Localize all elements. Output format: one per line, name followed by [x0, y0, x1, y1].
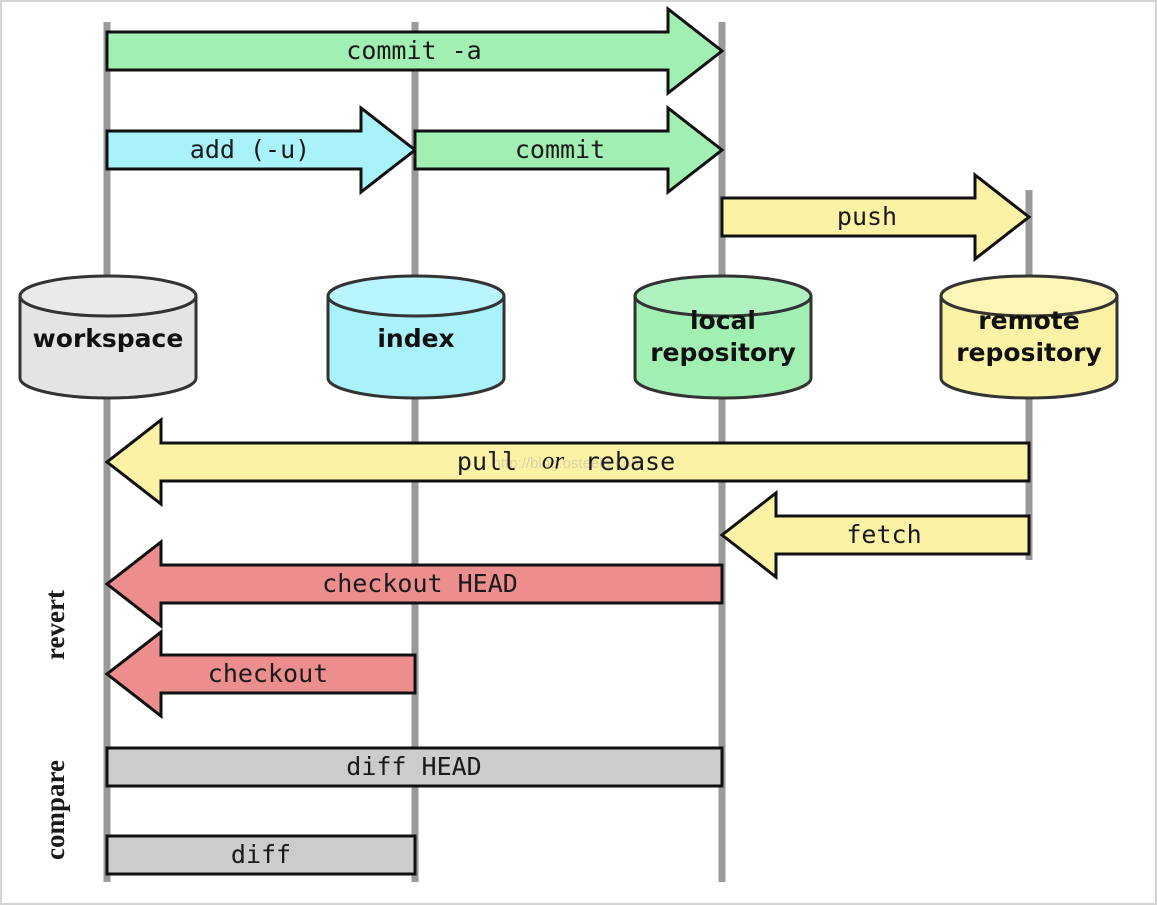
node-index-label: index — [377, 324, 454, 353]
bar-diff[interactable]: diff — [105, 834, 417, 876]
node-workspace-top — [18, 274, 198, 318]
node-local-repository[interactable]: local repository — [633, 274, 813, 400]
arrow-checkout-head[interactable]: checkout HEAD — [104, 538, 724, 630]
arrow-commit-a-label: commit -a — [346, 36, 481, 65]
bar-diff-shape — [105, 834, 417, 876]
arrow-checkout-shape — [104, 628, 417, 720]
node-workspace-label: workspace — [33, 324, 184, 353]
arrow-add-u-shape — [105, 104, 418, 196]
node-remote-repository-body — [939, 294, 1119, 400]
bar-diff-label: diff — [231, 840, 291, 869]
node-index-body — [326, 294, 506, 400]
node-remote-repository-top — [939, 274, 1119, 318]
arrow-add-u-label: add (-u) — [190, 135, 310, 164]
arrow-checkout-label: checkout — [208, 659, 328, 688]
arrow-fetch-label: fetch — [846, 520, 921, 549]
node-remote-repository-label-line2: repository — [956, 338, 1102, 367]
side-label-compare: compare — [40, 760, 70, 860]
bar-diff-head[interactable]: diff HEAD — [105, 746, 724, 788]
arrow-commit-label: commit — [515, 135, 605, 164]
arrow-pull-or-word: or — [542, 448, 565, 475]
node-local-repository-body — [633, 294, 813, 400]
arrow-push-shape — [720, 171, 1032, 263]
arrow-add-u[interactable]: add (-u) — [105, 104, 418, 196]
arrow-pull-label: pull — [457, 447, 517, 476]
arrow-rebase-label: rebase — [585, 447, 675, 476]
node-workspace-body — [18, 294, 198, 400]
arrow-fetch-shape — [719, 489, 1031, 581]
arrow-pull-watermark: http://blog.osteele.com — [493, 455, 644, 472]
node-local-repository-label-line2: repository — [650, 338, 796, 367]
node-workspace[interactable]: workspace — [18, 274, 198, 400]
arrow-push-label: push — [837, 202, 897, 231]
arrow-commit-a-shape — [105, 5, 725, 97]
node-index[interactable]: index — [326, 274, 506, 400]
node-index-top — [326, 274, 506, 318]
arrow-commit-shape — [413, 104, 725, 196]
side-label-revert-text: revert — [40, 590, 70, 660]
bar-diff-head-label: diff HEAD — [346, 752, 481, 781]
bar-diff-head-shape — [105, 746, 724, 788]
node-local-repository-label-line1: local — [690, 306, 756, 335]
node-remote-repository-label-line1: remote — [978, 306, 1079, 335]
arrow-push[interactable]: push — [720, 171, 1032, 263]
arrow-checkout-head-label: checkout HEAD — [322, 569, 518, 598]
side-label-compare-text: compare — [40, 760, 70, 860]
arrow-commit[interactable]: commit — [413, 104, 725, 196]
node-local-repository-top — [633, 274, 813, 318]
arrow-commit-a[interactable]: commit -a — [105, 5, 725, 97]
arrow-fetch[interactable]: fetch — [719, 489, 1031, 581]
arrow-checkout-head-shape — [104, 538, 724, 630]
arrow-checkout[interactable]: checkout — [104, 628, 417, 720]
side-label-revert: revert — [40, 590, 70, 660]
arrow-pull-or-rebase[interactable]: http://blog.osteele.com pull or rebase — [104, 416, 1031, 508]
node-remote-repository[interactable]: remote repository — [939, 274, 1119, 400]
arrow-pull-or-rebase-shape — [104, 416, 1031, 508]
